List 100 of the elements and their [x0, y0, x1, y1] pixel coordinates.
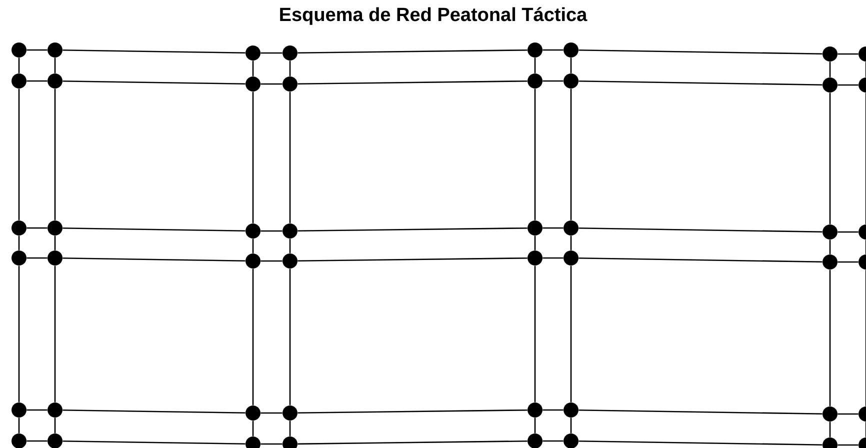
path-line — [252, 238, 254, 254]
path-line — [829, 240, 831, 254]
path-line — [298, 49, 528, 54]
junction-dot — [48, 402, 62, 418]
path-line — [534, 58, 536, 74]
path-line — [18, 418, 20, 434]
path-line — [18, 236, 20, 250]
path-line — [260, 443, 282, 445]
junction-dot — [564, 402, 578, 418]
path-line — [54, 58, 56, 74]
path-line — [252, 92, 254, 224]
junction-dot — [822, 254, 838, 270]
path-line — [542, 227, 564, 229]
path-line — [54, 266, 56, 402]
path-line — [578, 227, 822, 233]
junction-dot — [48, 220, 62, 236]
path-line — [26, 409, 48, 411]
path-line — [260, 260, 282, 262]
path-line — [252, 420, 254, 436]
junction-dot — [822, 224, 838, 240]
path-line — [298, 440, 528, 445]
path-line — [18, 88, 20, 220]
path-line — [829, 422, 831, 438]
path-line — [18, 58, 20, 74]
path-line — [62, 440, 246, 445]
path-line — [62, 257, 246, 262]
path-line — [298, 80, 528, 85]
junction-dot — [282, 46, 298, 60]
path-line — [578, 409, 822, 415]
junction-dot — [528, 250, 542, 266]
junction-dot — [12, 220, 26, 236]
path-line — [578, 49, 822, 55]
junction-dot — [12, 402, 26, 418]
path-line — [542, 257, 564, 259]
junction-dot — [822, 78, 838, 92]
junction-dot — [12, 250, 26, 266]
path-line — [829, 92, 831, 224]
path-line — [534, 88, 536, 220]
path-line — [289, 268, 291, 406]
junction-dot — [564, 220, 578, 236]
path-line — [260, 412, 282, 414]
junction-dot — [246, 224, 260, 238]
junction-dot — [822, 46, 838, 62]
path-line — [534, 236, 536, 250]
junction-dot — [528, 220, 542, 236]
path-line — [62, 227, 246, 232]
path-line — [542, 49, 564, 51]
path-line — [298, 227, 528, 232]
junction-dot — [564, 250, 578, 266]
path-line — [542, 409, 564, 411]
junction-dot — [48, 74, 62, 88]
junction-dot — [564, 42, 578, 58]
junction-dot — [528, 42, 542, 58]
junction-dot — [12, 42, 26, 58]
path-line — [289, 420, 291, 436]
path-line — [534, 266, 536, 402]
path-line — [838, 231, 858, 233]
path-line — [252, 60, 254, 76]
junction-dot — [822, 406, 838, 422]
junction-dot — [12, 74, 26, 88]
path-line — [252, 268, 254, 406]
path-line — [838, 261, 858, 263]
path-line — [260, 52, 282, 54]
path-line — [260, 83, 282, 85]
path-line — [260, 230, 282, 232]
path-line — [838, 413, 858, 415]
path-line — [62, 80, 246, 85]
junction-dot — [246, 254, 260, 268]
path-line — [838, 444, 858, 446]
path-line — [54, 418, 56, 434]
path-line — [570, 418, 572, 434]
path-line — [838, 84, 858, 86]
path-line — [838, 53, 858, 55]
path-line — [54, 236, 56, 250]
junction-dot — [246, 46, 260, 60]
junction-dot — [528, 402, 542, 418]
path-line — [289, 92, 291, 224]
path-line — [570, 88, 572, 220]
path-line — [26, 49, 48, 51]
path-line — [570, 236, 572, 250]
path-line — [18, 266, 20, 402]
path-line — [26, 227, 48, 229]
junction-dot — [282, 254, 298, 268]
junction-dot — [246, 76, 260, 92]
path-line — [289, 60, 291, 76]
path-line — [570, 266, 572, 402]
path-line — [298, 409, 528, 414]
path-line — [578, 80, 822, 86]
path-line — [289, 238, 291, 254]
path-line — [570, 58, 572, 74]
path-line — [26, 440, 48, 442]
path-line — [829, 270, 831, 406]
path-line — [578, 257, 822, 263]
path-line — [829, 62, 831, 78]
path-line — [26, 257, 48, 259]
path-line — [578, 440, 822, 446]
junction-dot — [48, 42, 62, 58]
path-line — [534, 418, 536, 434]
junction-dot — [246, 406, 260, 420]
path-line — [26, 80, 48, 82]
